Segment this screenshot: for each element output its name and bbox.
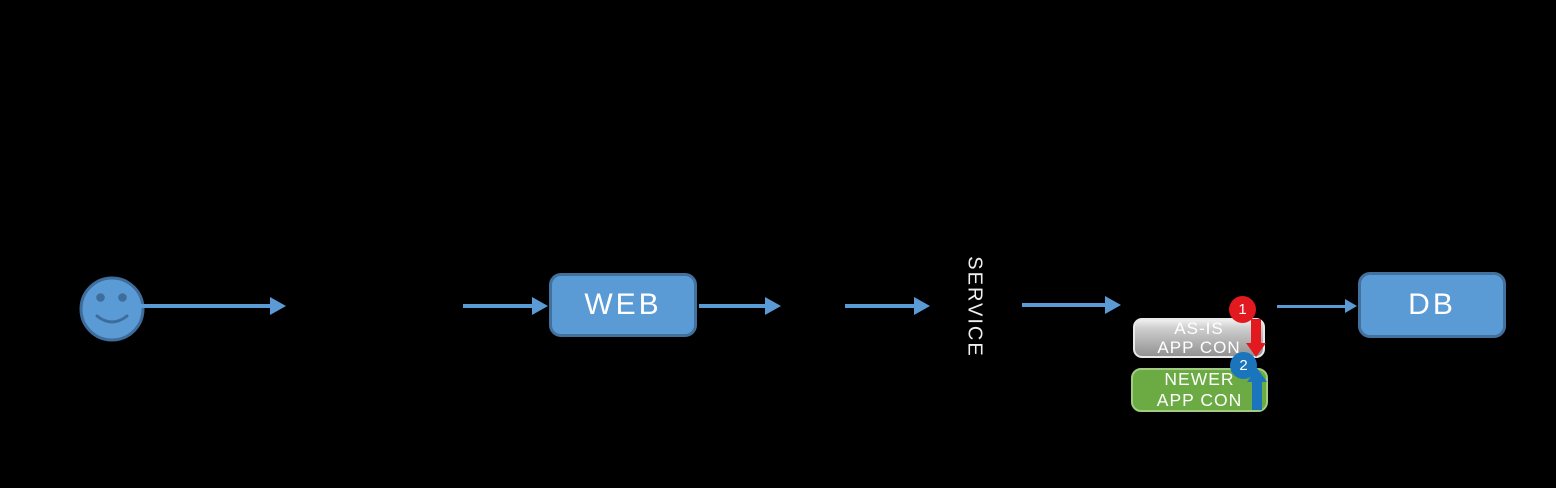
- arrow-head-icon: [1345, 299, 1357, 313]
- arrow-head-icon: [270, 297, 286, 315]
- arrow-head-icon: [914, 297, 930, 315]
- step1-badge-label: 1: [1238, 301, 1247, 318]
- arrow-service-to-appcon: [1022, 296, 1121, 314]
- asis-appcon-line1: AS-IS: [1174, 319, 1224, 338]
- asis-appcon-line2: APP CON: [1157, 338, 1241, 357]
- arrow-web-to-service-2: [845, 297, 930, 315]
- arrow-user-to-web-1: [140, 297, 286, 315]
- step2-badge-label: 2: [1239, 357, 1248, 374]
- arrow-shaft: [699, 304, 766, 308]
- arrow-shaft: [1277, 305, 1346, 308]
- arrow-appcon-to-db: [1277, 299, 1357, 313]
- asis-appcon-node: AS-IS APP CON: [1133, 318, 1265, 358]
- db-node-label: DB: [1408, 288, 1456, 321]
- arrow-head-icon: [1105, 296, 1121, 314]
- step1-down-arrow-icon: [1246, 319, 1266, 357]
- newer-appcon-line1: NEWER: [1164, 369, 1235, 389]
- arrow-head-icon: [765, 297, 781, 315]
- newer-appcon-line2: APP CON: [1156, 390, 1243, 410]
- step1-badge: 1: [1229, 296, 1256, 323]
- arrow-shaft: [845, 304, 915, 308]
- web-node-label: WEB: [584, 288, 662, 321]
- step2-badge: 2: [1230, 352, 1257, 379]
- arrow-shaft: [140, 304, 271, 308]
- arrow-shaft: [463, 304, 533, 308]
- arrow-shaft: [1251, 319, 1261, 344]
- arrow-head-icon: [532, 297, 548, 315]
- arrow-shaft: [1022, 303, 1106, 307]
- user-smiley-icon: [79, 276, 145, 342]
- web-node: WEB: [549, 273, 697, 337]
- arrow-user-to-web-2: [463, 297, 548, 315]
- service-label: SERVICE: [963, 256, 986, 358]
- db-node: DB: [1358, 272, 1506, 338]
- arrow-web-to-service-1: [699, 297, 781, 315]
- arrow-shaft: [1252, 381, 1262, 410]
